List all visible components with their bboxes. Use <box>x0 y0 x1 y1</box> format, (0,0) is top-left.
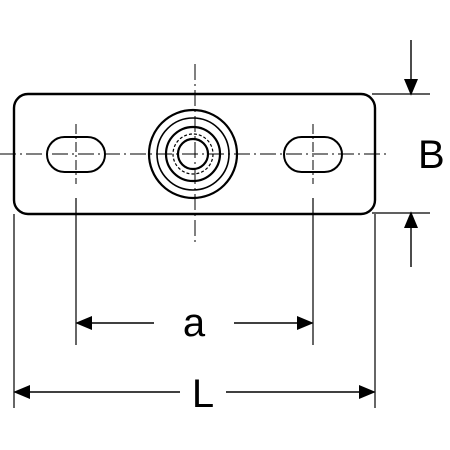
dimension-label-a: a <box>183 301 206 345</box>
dimension-label-l: L <box>192 372 214 416</box>
right-slot <box>283 124 343 184</box>
left-slot <box>46 124 106 184</box>
dimension-label-b: B <box>418 133 445 177</box>
center-bushing <box>147 108 239 200</box>
